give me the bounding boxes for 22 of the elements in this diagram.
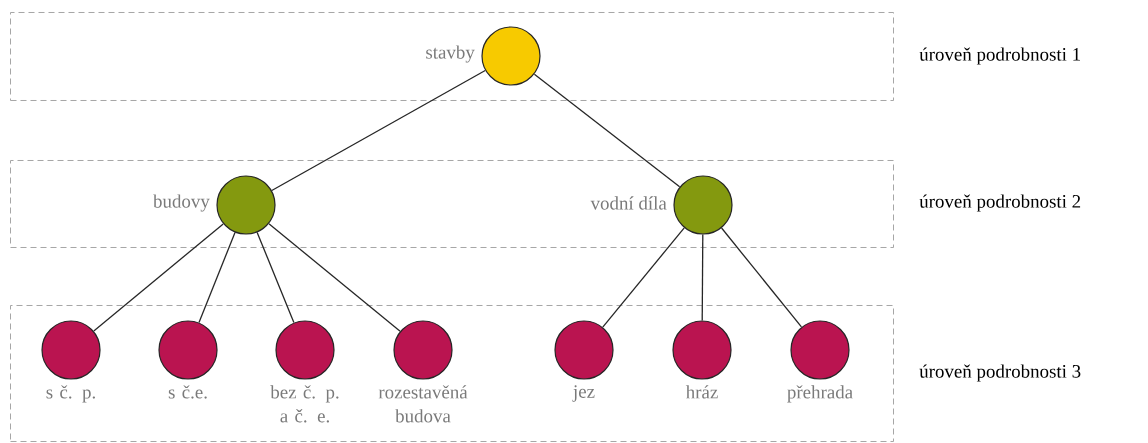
node-label: jez bbox=[572, 385, 595, 402]
connector-line bbox=[271, 69, 486, 192]
level-heading: úroveň podrobnosti 2 bbox=[919, 194, 1081, 212]
level-heading: úroveň podrobnosti 1 bbox=[919, 47, 1080, 65]
node-label: budovy bbox=[153, 194, 210, 212]
connector-line bbox=[533, 73, 681, 188]
connector-line bbox=[701, 233, 704, 322]
connector-line bbox=[268, 223, 401, 332]
connector-line bbox=[93, 223, 224, 332]
node-label: s č. p. bbox=[46, 385, 95, 403]
node-label: přehrada bbox=[787, 385, 853, 403]
node-label: rozestavěná budova bbox=[378, 385, 468, 423]
node-label: stavby bbox=[426, 45, 475, 63]
node-label: hráz bbox=[685, 385, 718, 399]
connector-line bbox=[602, 227, 685, 328]
connector-line bbox=[198, 231, 236, 324]
level-heading: úroveň podrobnosti 3 bbox=[919, 364, 1081, 382]
node-label: s č.e. bbox=[168, 385, 207, 399]
node-label: vodní díla bbox=[590, 196, 667, 210]
connector-line bbox=[720, 227, 803, 328]
node-label: bez č. p. a č. e. bbox=[270, 385, 339, 423]
connector-line bbox=[256, 231, 295, 324]
